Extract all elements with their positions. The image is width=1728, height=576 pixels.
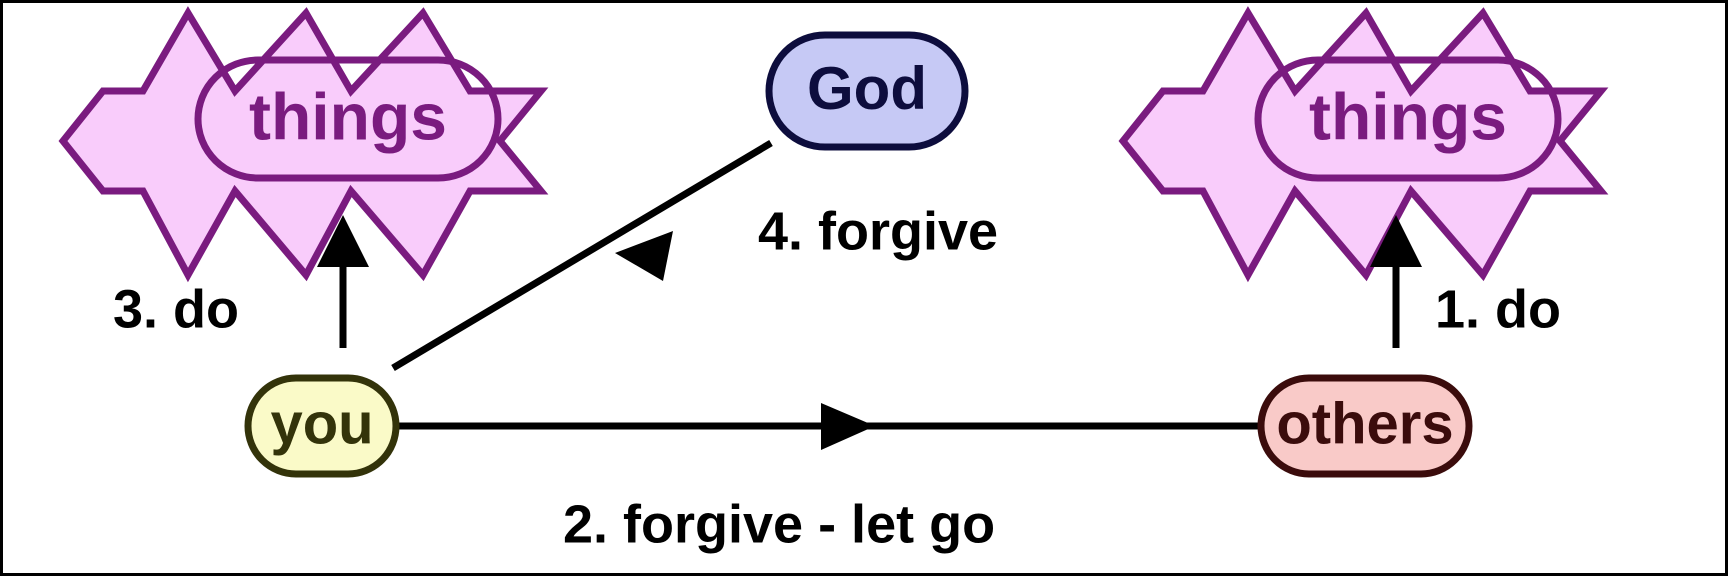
you-label: you [270, 391, 373, 456]
edge-1-do: 1. do [1370, 215, 1561, 348]
others-box [1257, 374, 1473, 478]
things-left-label: things [249, 79, 447, 153]
edge-1-label: 1. do [1435, 279, 1561, 339]
edge-3-label: 3. do [113, 279, 239, 339]
edge-3-arrowhead [317, 215, 369, 267]
node-things-right[interactable]: things [1118, 6, 1609, 283]
starburst-shape-right [1118, 6, 1609, 283]
node-others[interactable]: others [1257, 374, 1473, 478]
you-box [244, 374, 400, 478]
edge-4-forgive: 4. forgive [391, 139, 998, 372]
starburst-shape-left [58, 6, 549, 283]
others-label: others [1276, 391, 1453, 456]
edge-1-arrowhead [1370, 215, 1422, 267]
edge-2-arrowhead [821, 403, 875, 450]
things-pill-left [194, 56, 502, 182]
things-pill-right [1254, 56, 1562, 182]
node-god[interactable]: God [765, 31, 969, 151]
edge-2-forgive-let-go: 2. forgive - let go [395, 403, 1259, 554]
node-you[interactable]: you [244, 374, 400, 478]
things-right-label: things [1309, 79, 1507, 153]
edge-3-do: 3. do [113, 215, 369, 348]
node-things-left[interactable]: things [58, 6, 549, 283]
forgiveness-diagram: things things 3. do 1. do 2. forgive - l… [58, 6, 1609, 554]
edge-2-label: 2. forgive - let go [563, 494, 995, 554]
edge-4-label: 4. forgive [758, 201, 998, 261]
god-label: God [807, 55, 927, 122]
edge-4-line [391, 139, 773, 372]
edge-4-arrowhead [615, 231, 673, 281]
god-box [765, 31, 969, 151]
